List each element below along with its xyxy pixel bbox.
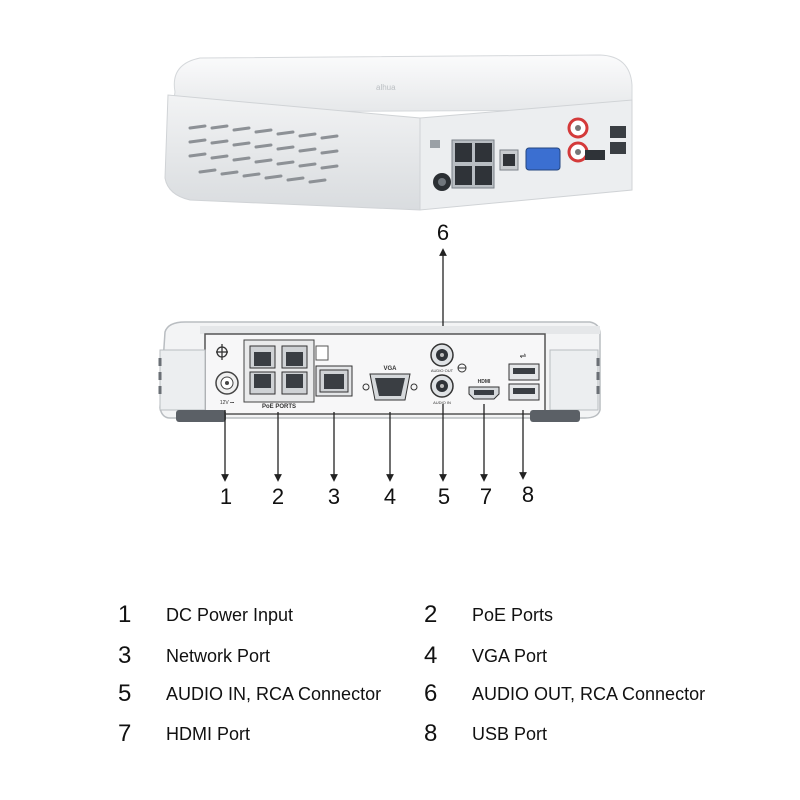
perspective-ports <box>430 117 626 191</box>
legend-label: DC Power Input <box>166 604 294 625</box>
callout-6: 6 <box>437 220 449 245</box>
legend-num: 4 <box>424 642 438 669</box>
callout-4: 4 <box>384 484 396 509</box>
callout-3: 3 <box>328 484 340 509</box>
callout-5: 5 <box>438 484 450 509</box>
audio-out-label: AUDIO OUT <box>431 368 454 373</box>
legend-item-2: 2 PoE Ports <box>424 600 553 630</box>
callout-8: 8 <box>522 482 534 507</box>
hdmi-label: HDMI <box>478 379 491 385</box>
legend-item-8: 8 USB Port <box>424 719 547 749</box>
audio-in-label: AUDIO IN <box>433 400 451 405</box>
legend-label: HDMI Port <box>166 723 251 744</box>
dc-power-jack: 12V ⎓ <box>215 371 239 406</box>
callout-1: 1 <box>220 484 232 509</box>
poe-label: PoE PORTS <box>262 404 296 410</box>
nvr-rear-panel: 12V ⎓ PoE PORTS VGA AUDI <box>158 321 601 422</box>
legend-num: 1 <box>118 601 132 628</box>
audio-out-rca: AUDIO OUT <box>430 343 467 373</box>
vga-port: VGA <box>362 366 418 401</box>
usb-ports: ⇌ <box>508 351 540 401</box>
legend-num: 6 <box>424 680 438 707</box>
hdmi-port: HDMI <box>468 379 500 400</box>
callout-2: 2 <box>272 484 284 509</box>
legend-label: USB Port <box>472 723 548 744</box>
nvr-perspective-view: alhua <box>164 54 633 211</box>
logo: alhua <box>376 83 396 92</box>
legend-label: Network Port <box>166 645 271 666</box>
callout-7: 7 <box>480 484 492 509</box>
legend-item-7: 7 HDMI Port <box>118 719 250 749</box>
dc-label: 12V ⎓ <box>220 400 234 406</box>
legend-num: 8 <box>424 720 438 747</box>
poe-ports: PoE PORTS <box>243 339 329 410</box>
network-port <box>315 365 353 397</box>
legend-num: 5 <box>118 680 132 707</box>
legend-label: PoE Ports <box>472 604 554 625</box>
audio-in-rca: AUDIO IN <box>430 374 454 405</box>
nvr-rear-panel-diagram: alhua <box>158 54 633 509</box>
legend-item-3: 3 Network Port <box>118 641 270 671</box>
legend-label: VGA Port <box>472 645 548 666</box>
ground-symbol <box>216 344 228 360</box>
legend-item-1: 1 DC Power Input <box>118 600 293 630</box>
callout-lines <box>221 248 527 482</box>
legend-num: 2 <box>424 601 438 628</box>
legend-item-6: 6 AUDIO OUT, RCA Connector <box>424 679 705 709</box>
legend-item-5: 5 AUDIO IN, RCA Connector <box>118 679 381 709</box>
legend-label: AUDIO IN, RCA Connector <box>166 683 382 704</box>
legend-item-4: 4 VGA Port <box>424 641 547 671</box>
usb-label: ⇌ <box>520 351 527 360</box>
vga-label: VGA <box>383 366 397 372</box>
legend-label: AUDIO OUT, RCA Connector <box>472 683 706 704</box>
legend-num: 7 <box>118 720 132 747</box>
port-legend: 1 DC Power Input 2 PoE Ports 3 Network P… <box>0 590 800 770</box>
vent-slots <box>188 124 339 184</box>
legend-num: 3 <box>118 642 132 669</box>
